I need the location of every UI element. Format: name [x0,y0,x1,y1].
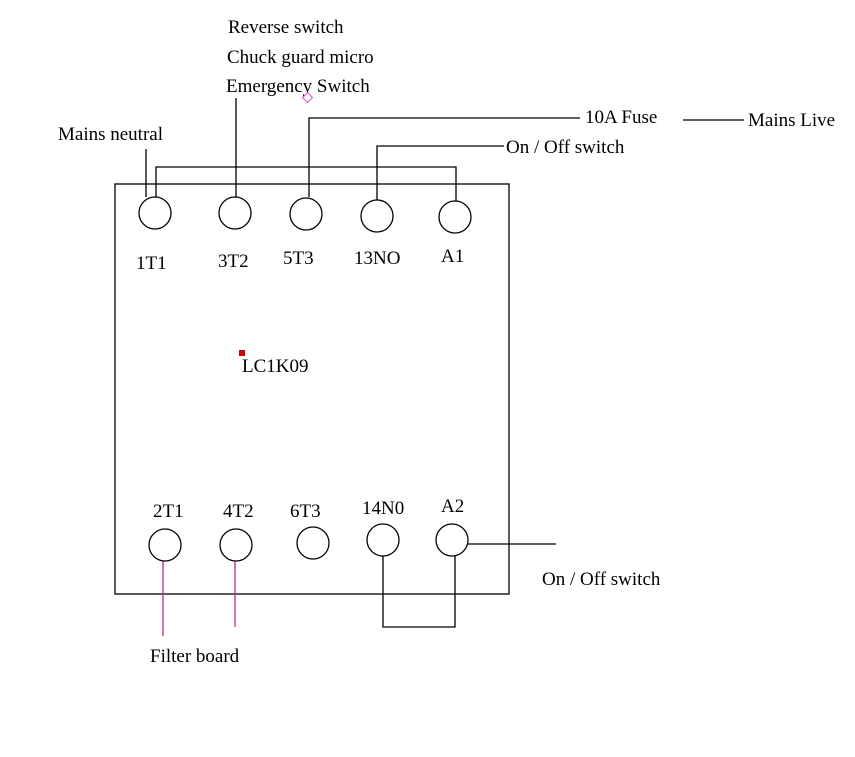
terminal-label-4t2: 4T2 [223,501,254,522]
external-labels: Reverse switch Chuck guard micro Emergen… [58,17,835,667]
terminal-label-2t1: 2T1 [153,501,184,522]
terminal-label-a2: A2 [441,496,464,517]
terminal-13no [360,199,394,233]
terminal-label-14n0: 14N0 [362,498,404,519]
terminal-5t3 [289,197,323,231]
terminal-label-1t1: 1T1 [136,253,167,274]
terminal-3t2 [218,196,252,230]
terminal-6t3 [296,526,330,560]
on-off-switch-bottom-label: On / Off switch [542,569,661,590]
chuck-guard-micro-label: Chuck guard micro [227,47,374,68]
terminal-4t2 [219,528,253,562]
terminal-label-6t3: 6T3 [290,501,321,522]
top-terminal-labels: 1T1 3T2 5T3 13NO A1 [136,246,464,274]
bottom-terminals [148,523,469,562]
terminal-a2 [435,523,469,557]
terminal-1t1 [138,196,172,230]
fuse-wire [308,117,580,197]
mains-neutral-label: Mains neutral [58,124,163,145]
bottom-wiring [162,543,556,636]
on-off-top-wire [376,145,504,200]
terminal-label-a1: A1 [441,246,464,267]
top-wiring [145,98,744,202]
terminal-label-3t2: 3T2 [218,251,249,272]
mains-live-label: Mains Live [748,110,835,131]
contactor-body [114,183,510,595]
terminal-label-13no: 13NO [354,248,400,269]
terminal-2t1 [148,528,182,562]
on-off-switch-top-label: On / Off switch [506,137,625,158]
bridge-1t1-a1-wire [155,166,457,202]
reverse-switch-label: Reverse switch [228,17,344,38]
terminal-14n0 [366,523,400,557]
model-label: LC1K09 [242,356,309,377]
emergency-switch-label: Emergency Switch [226,76,370,97]
bridge-14n0-a2-wire [382,556,456,628]
bottom-terminal-labels: 2T1 4T2 6T3 14N0 A2 [153,496,464,522]
marker-diamond-icon [301,91,314,104]
top-terminals [138,196,472,234]
fuse-label: 10A Fuse [585,107,657,128]
model-marker [239,350,245,356]
terminal-a1 [438,200,472,234]
filter-board-label: Filter board [150,646,240,667]
terminal-label-5t3: 5T3 [283,248,314,269]
